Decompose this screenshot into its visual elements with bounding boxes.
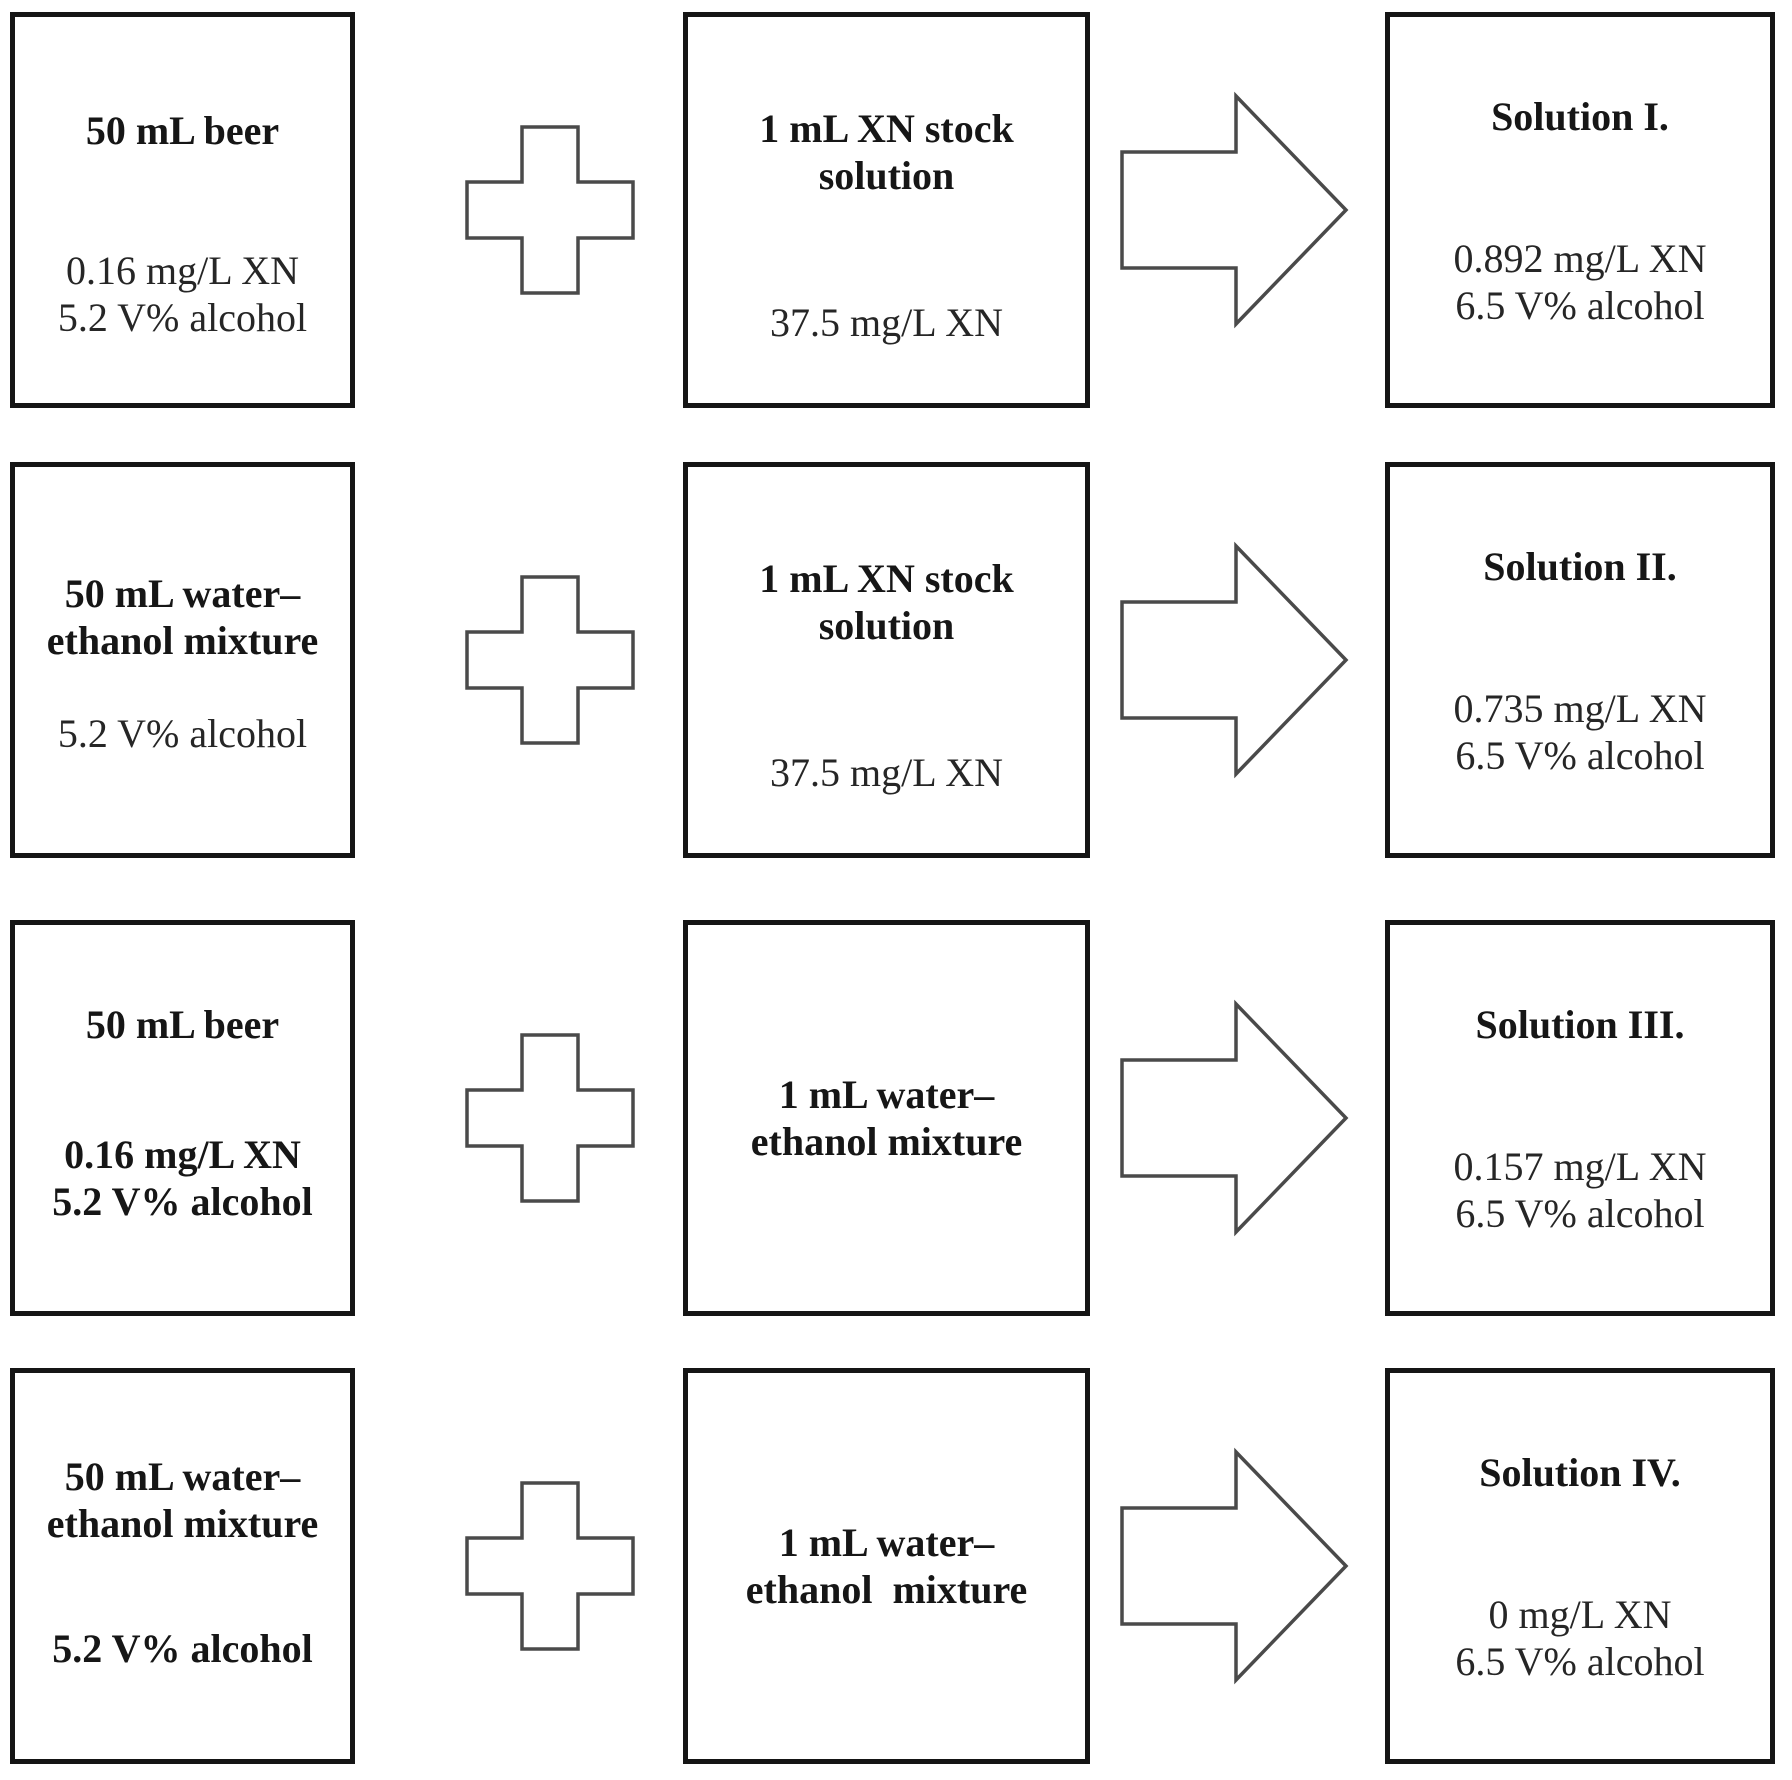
flow-row-3: 50 mL beer 0.16 mg/L XN 5.2 V% alcohol 1…	[0, 920, 1792, 1316]
solution-box-4: Solution IV. 0 mg/L XN 6.5 V% alcohol	[1385, 1368, 1775, 1764]
arrow-right-icon	[1120, 1368, 1352, 1764]
flow-row-4: 50 mL water– ethanol mixture 5.2 V% alco…	[0, 1368, 1792, 1764]
box-values: 37.5 mg/L XN	[770, 750, 1003, 795]
ingredient-box-water-ethanol: 50 mL water– ethanol mixture 5.2 V% alco…	[10, 1368, 355, 1764]
flow-row-1: 50 mL beer 0.16 mg/L XN 5.2 V% alcohol 1…	[0, 12, 1792, 408]
box-values: 0.16 mg/L XN 5.2 V% alcohol	[57, 248, 308, 341]
box-values: 5.2 V% alcohol	[57, 711, 308, 756]
solution-box-2: Solution II. 0.735 mg/L XN 6.5 V% alcoho…	[1385, 462, 1775, 858]
box-title: 50 mL water– ethanol mixture	[46, 1454, 319, 1547]
additive-box-xn-stock: 1 mL XN stock solution 37.5 mg/L XN	[683, 12, 1090, 408]
box-title: 50 mL beer	[85, 108, 280, 153]
additive-box-water-ethanol: 1 mL water– ethanol mixture	[683, 920, 1090, 1316]
box-title: 1 mL water– ethanol mixture	[750, 1071, 1023, 1164]
solution-box-3: Solution III. 0.157 mg/L XN 6.5 V% alcoh…	[1385, 920, 1775, 1316]
box-values: 0.16 mg/L XN 5.2 V% alcohol	[52, 1132, 313, 1225]
arrow-right-icon	[1120, 462, 1352, 858]
solution-box-1: Solution I. 0.892 mg/L XN 6.5 V% alcohol	[1385, 12, 1775, 408]
box-title: Solution III.	[1475, 1002, 1685, 1047]
box-title: Solution IV.	[1479, 1450, 1681, 1495]
box-values: 37.5 mg/L XN	[770, 300, 1003, 345]
ingredient-box-beer: 50 mL beer 0.16 mg/L XN 5.2 V% alcohol	[10, 12, 355, 408]
box-title: Solution II.	[1483, 544, 1677, 589]
additive-box-xn-stock: 1 mL XN stock solution 37.5 mg/L XN	[683, 462, 1090, 858]
additive-box-water-ethanol: 1 mL water– ethanol mixture	[683, 1368, 1090, 1764]
plus-icon	[465, 1481, 635, 1651]
arrow-right-icon	[1120, 12, 1352, 408]
box-values: 0.157 mg/L XN 6.5 V% alcohol	[1453, 1144, 1707, 1237]
ingredient-box-water-ethanol: 50 mL water– ethanol mixture 5.2 V% alco…	[10, 462, 355, 858]
box-values: 0.735 mg/L XN 6.5 V% alcohol	[1453, 686, 1707, 779]
plus-icon	[465, 1033, 635, 1203]
ingredient-box-beer: 50 mL beer 0.16 mg/L XN 5.2 V% alcohol	[10, 920, 355, 1316]
box-title: Solution I.	[1491, 94, 1669, 139]
flow-row-2: 50 mL water– ethanol mixture 5.2 V% alco…	[0, 462, 1792, 858]
box-title: 50 mL beer	[85, 1002, 280, 1047]
arrow-right-icon	[1120, 920, 1352, 1316]
box-title: 1 mL water– ethanol mixture	[745, 1519, 1028, 1612]
box-values: 5.2 V% alcohol	[52, 1626, 313, 1671]
plus-icon	[465, 575, 635, 745]
box-values: 0 mg/L XN 6.5 V% alcohol	[1455, 1592, 1705, 1685]
box-title: 1 mL XN stock solution	[759, 556, 1014, 649]
box-title: 50 mL water– ethanol mixture	[46, 571, 319, 664]
plus-icon	[465, 125, 635, 295]
box-title: 1 mL XN stock solution	[759, 106, 1014, 199]
box-values: 0.892 mg/L XN 6.5 V% alcohol	[1453, 236, 1707, 329]
